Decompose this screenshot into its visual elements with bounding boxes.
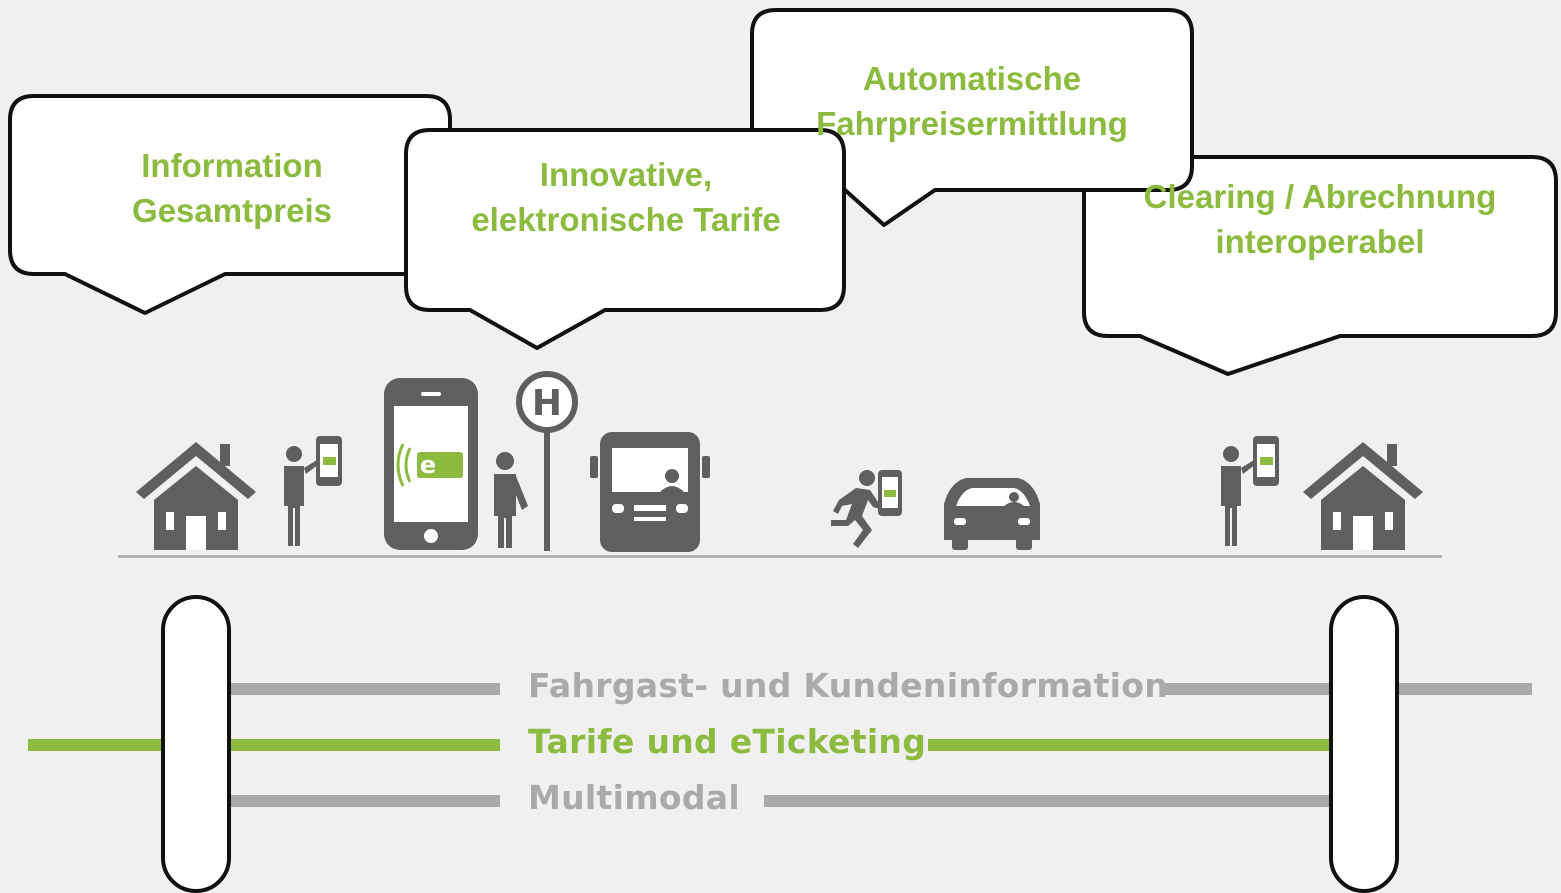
- person-with-phone-icon: [284, 436, 342, 546]
- bubble-text-clearing: Clearing / Abrechnung interoperabel: [1094, 174, 1546, 264]
- bus-icon: [590, 432, 710, 552]
- bubble-line: Gesamtpreis: [132, 192, 332, 229]
- speech-bubble-automatic-fare: [750, 8, 1194, 227]
- smartphone-eticket-icon: [384, 378, 478, 550]
- person-with-phone-icon: [1221, 436, 1279, 546]
- waiting-person-icon: [494, 452, 528, 548]
- bubble-line: interoperabel: [1215, 223, 1425, 260]
- lane-line-tariffs: [28, 739, 1332, 751]
- lane-label-information: Fahrgast- und Kundeninformation: [528, 666, 1169, 705]
- bubble-text-innovative-tariffs: Innovative, elektronische Tarife: [420, 152, 832, 242]
- bubble-text-automatic-fare: Automatische Fahrpreisermittlung: [766, 56, 1178, 146]
- car-icon: [944, 478, 1040, 550]
- speech-bubble-information: [8, 94, 452, 315]
- eticket-letter: e: [420, 451, 436, 479]
- lane-label-multimodal: Multimodal: [528, 778, 740, 817]
- bubble-line: Clearing / Abrechnung: [1143, 178, 1497, 215]
- left-pill: [161, 595, 231, 893]
- bubble-line: Innovative,: [539, 156, 713, 193]
- bubble-text-information: Information Gesamtpreis: [40, 143, 424, 233]
- bubble-line: elektronische Tarife: [471, 201, 781, 238]
- ground-line: [118, 555, 1442, 558]
- speech-bubble-innovative-tariffs: [404, 128, 846, 350]
- bubble-line: Fahrpreisermittlung: [816, 105, 1128, 142]
- house-icon: [1303, 442, 1423, 550]
- bus-stop-sign-icon: [516, 371, 578, 551]
- house-icon: [136, 442, 256, 550]
- bubble-line: Information: [141, 147, 323, 184]
- lane-line-multimodal: [228, 795, 1332, 807]
- right-pill: [1329, 595, 1399, 893]
- bubble-line: Automatische: [862, 60, 1082, 97]
- lane-label-tariffs: Tarife und eTicketing: [528, 722, 927, 761]
- running-person-with-phone-icon: [831, 470, 902, 548]
- bus-stop-letter: H: [532, 383, 562, 424]
